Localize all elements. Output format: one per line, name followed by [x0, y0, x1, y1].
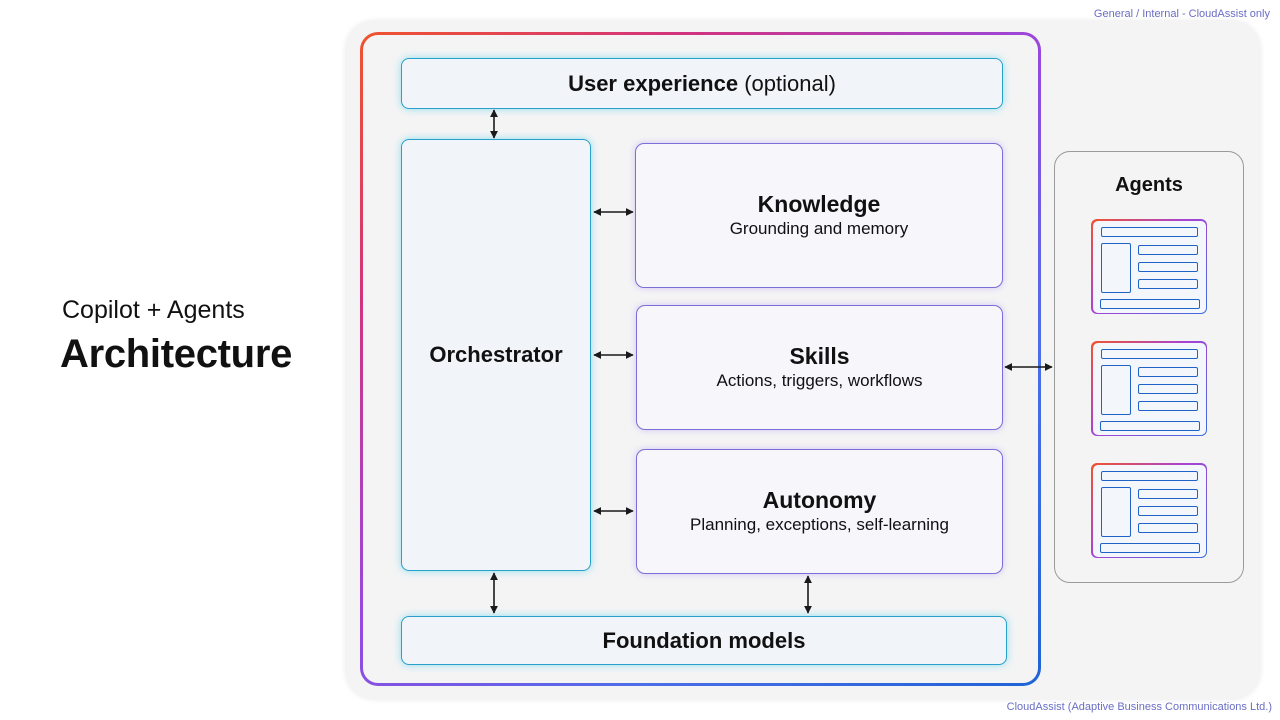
orchestrator-box: Orchestrator: [401, 139, 591, 571]
slide-subtitle: Copilot + Agents: [62, 296, 245, 324]
knowledge-subtitle: Grounding and memory: [729, 219, 909, 238]
foundation-models-label: Foundation models: [602, 627, 806, 653]
knowledge-title: Knowledge: [757, 191, 881, 217]
orchestrator-label: Orchestrator: [429, 342, 563, 367]
skills-subtitle: Actions, triggers, workflows: [716, 371, 923, 390]
classification-label: General / Internal - CloudAssist only: [1093, 8, 1270, 20]
user-experience-label: User experience: [568, 70, 739, 96]
skills-box: Skills Actions, triggers, workflows: [636, 305, 1003, 430]
user-experience-box: User experience (optional): [401, 58, 1003, 109]
agent-card: [1091, 463, 1207, 558]
skills-title: Skills: [789, 343, 850, 369]
autonomy-box: Autonomy Planning, exceptions, self-lear…: [636, 449, 1003, 574]
agents-title: Agents: [1115, 174, 1183, 196]
foundation-models-box: Foundation models: [401, 616, 1007, 665]
knowledge-box: Knowledge Grounding and memory: [635, 143, 1003, 288]
autonomy-subtitle: Planning, exceptions, self-learning: [690, 515, 949, 534]
autonomy-title: Autonomy: [762, 487, 877, 513]
slide-title: Architecture: [60, 332, 293, 376]
agent-card: [1091, 219, 1207, 314]
footer-text: CloudAssist (Adaptive Business Communica…: [1006, 701, 1272, 713]
agent-card: [1091, 341, 1207, 436]
user-experience-qualifier: (optional): [744, 70, 836, 96]
